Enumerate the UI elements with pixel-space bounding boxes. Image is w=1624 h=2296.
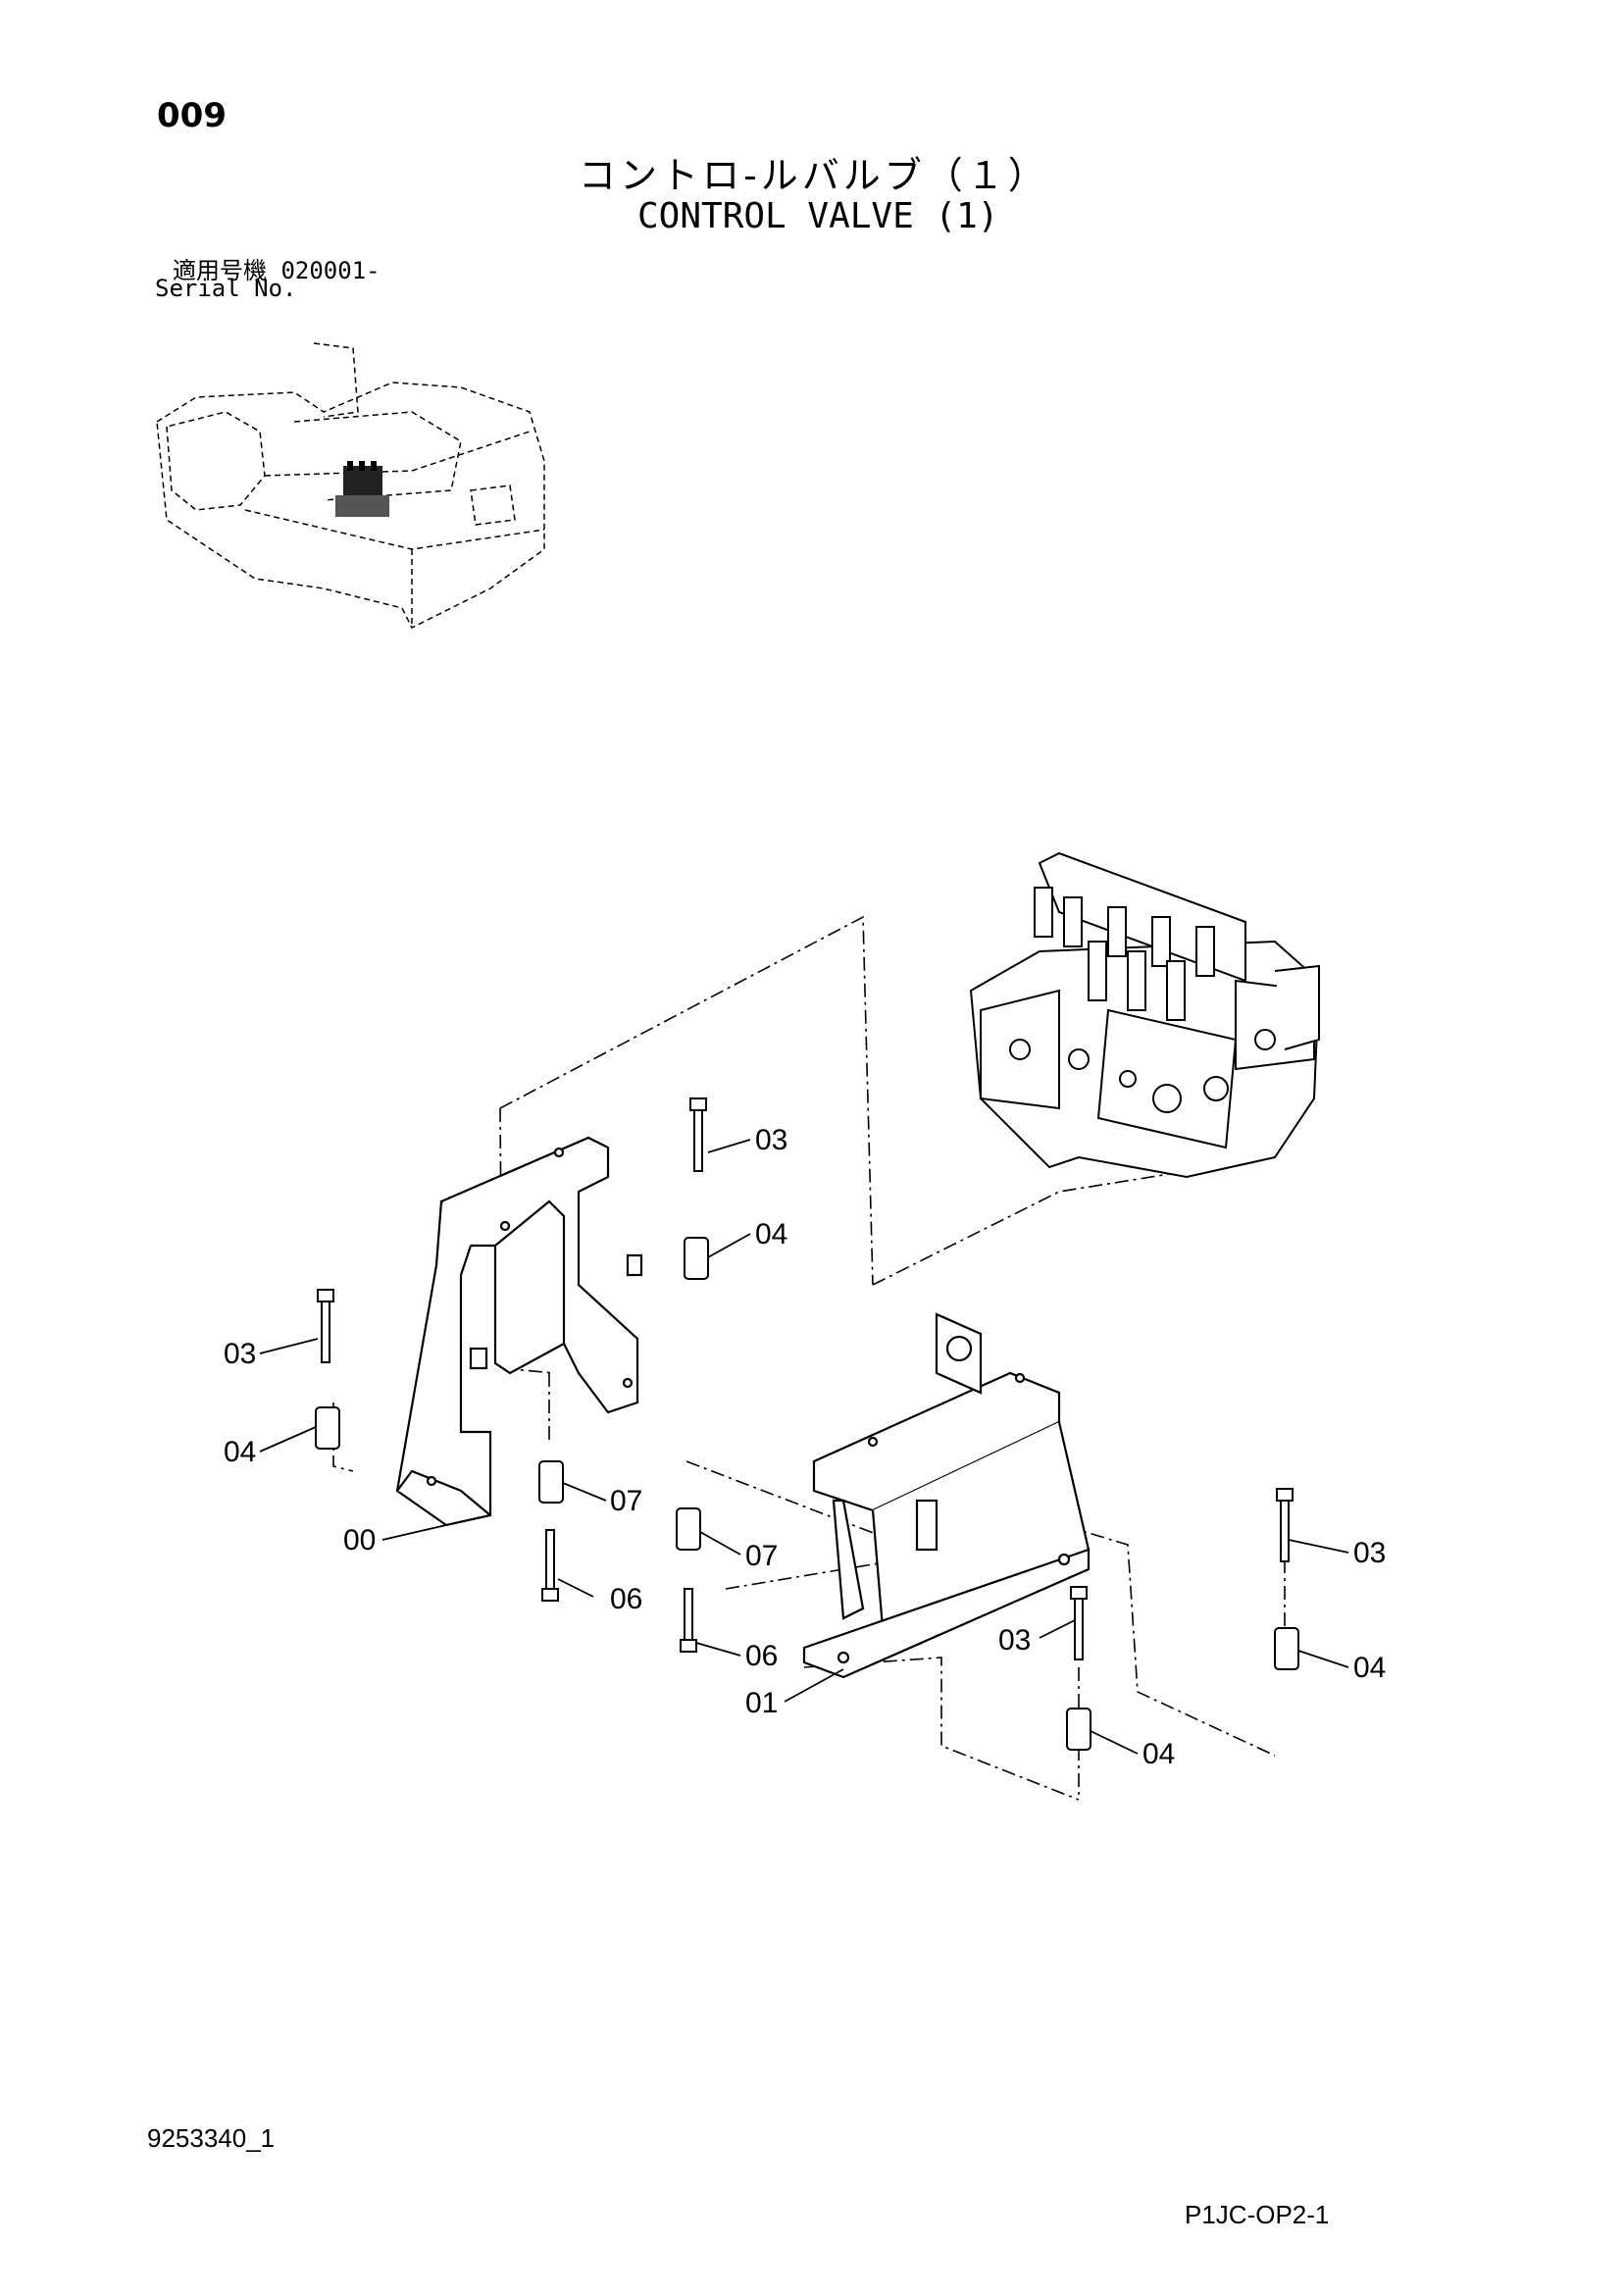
control-valve-icon xyxy=(969,851,1321,1179)
spacer-left xyxy=(315,1406,340,1450)
bracket-right xyxy=(802,1312,1091,1679)
spacer-center xyxy=(538,1460,564,1504)
callout-06: 06 xyxy=(745,1640,778,1672)
callout-04: 04 xyxy=(1353,1652,1386,1684)
spacer-top xyxy=(684,1237,709,1280)
callout-03: 03 xyxy=(998,1624,1031,1657)
spacer-center-2 xyxy=(676,1507,701,1551)
callout-06: 06 xyxy=(610,1583,642,1615)
bolt-center xyxy=(541,1529,559,1602)
page-title-jp: コントロ-ルバルブ（１） xyxy=(579,154,1049,197)
control-valve-mini-icon xyxy=(335,461,389,517)
bolt-top xyxy=(689,1097,707,1172)
callout-03: 03 xyxy=(1353,1537,1386,1569)
callout-01: 01 xyxy=(745,1687,778,1719)
callout-07: 07 xyxy=(745,1540,778,1572)
callout-04: 04 xyxy=(1142,1738,1175,1770)
bracket-left xyxy=(395,1136,643,1527)
callout-00: 00 xyxy=(343,1524,376,1556)
spacer-right-mid xyxy=(1066,1708,1091,1751)
callout-04: 04 xyxy=(755,1218,787,1250)
excavator-overview-icon xyxy=(156,342,545,630)
bolt-far-right xyxy=(1276,1488,1294,1562)
page-title-en: CONTROL VALVE (1) xyxy=(637,196,999,236)
document-number: 9253340_1 xyxy=(147,2123,276,2153)
bolt-center-2 xyxy=(680,1588,697,1653)
serial-label-jp: 適用号機 020001- xyxy=(173,257,381,284)
bolt-left xyxy=(317,1289,334,1363)
callout-04: 04 xyxy=(224,1436,256,1468)
spacer-far-right xyxy=(1274,1627,1299,1670)
callout-07: 07 xyxy=(610,1485,642,1517)
fasteners xyxy=(315,1097,1299,1751)
callout-03: 03 xyxy=(755,1124,787,1156)
page-code: P1JC-OP2-1 xyxy=(1185,2200,1330,2229)
callout-03: 03 xyxy=(224,1338,256,1370)
serial-label-en: Serial No. xyxy=(155,275,297,302)
callout-labels: 03 04 03 04 00 07 06 07 06 01 03 04 03 0… xyxy=(224,1124,1386,1770)
page-number: 009 xyxy=(157,96,227,135)
bolt-right-mid xyxy=(1070,1586,1088,1660)
